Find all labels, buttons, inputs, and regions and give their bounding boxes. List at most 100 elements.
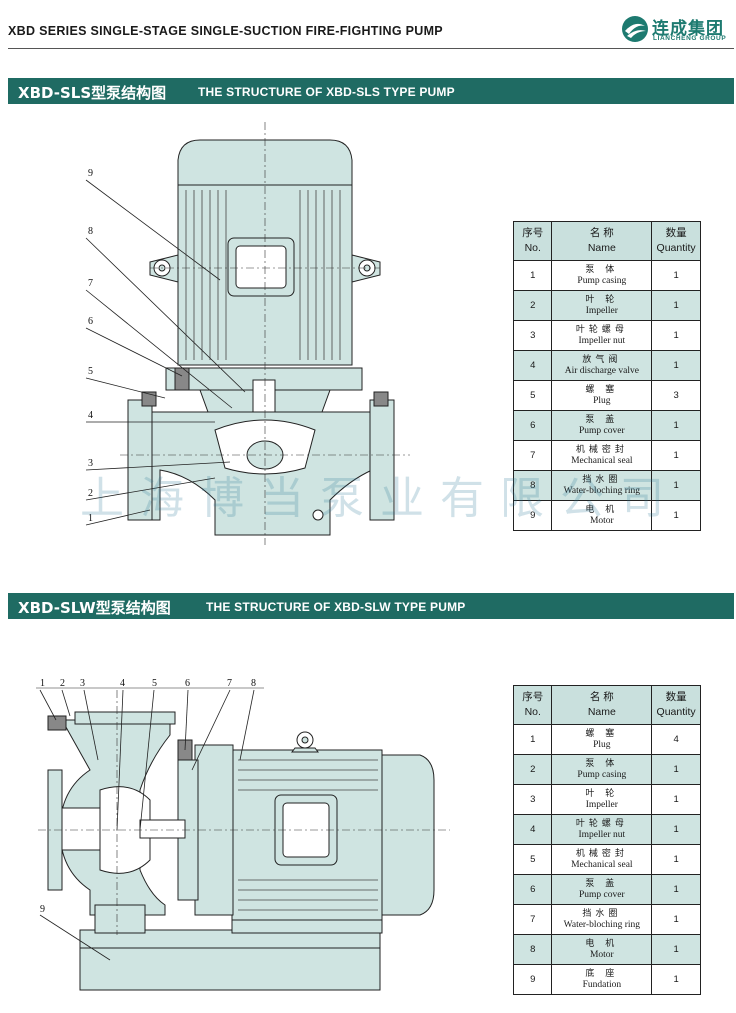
part-name-en: Pump cover (579, 889, 625, 900)
part-name-cn: 泵 盖 (585, 878, 619, 889)
callout-6: 6 (88, 316, 93, 327)
logo-subtitle: LIANCHENG GROUP (653, 35, 727, 42)
part-number: 2 (512, 290, 553, 321)
part-name-en: Water-bloching ring (563, 485, 640, 496)
part-quantity: 4 (651, 724, 701, 755)
part-quantity: 1 (651, 500, 701, 531)
callout-5: 5 (88, 366, 93, 377)
part-number: 1 (512, 260, 553, 291)
base (79, 929, 381, 991)
part-number: 5 (512, 380, 553, 411)
callout-3: 3 (80, 678, 85, 689)
part-name-en: Impeller nut (578, 335, 626, 346)
callout-9: 9 (88, 168, 93, 179)
part-name-en: Impeller nut (578, 829, 626, 840)
part-number: 5 (512, 844, 553, 875)
callout-8: 8 (251, 678, 256, 689)
part-name-cn: 叶轮螺母 (575, 818, 628, 829)
part-number: 9 (512, 500, 553, 531)
callout-4: 4 (88, 410, 93, 421)
part-name-cn: 电 机 (585, 504, 619, 515)
part-quantity: 1 (651, 844, 701, 875)
part-quantity: 1 (651, 410, 701, 441)
part-name-en: Impeller (585, 305, 618, 316)
callout-7: 7 (227, 678, 232, 689)
part-number: 6 (512, 874, 553, 905)
part-number: 7 (512, 904, 553, 935)
part-number: 3 (512, 784, 553, 815)
part-number: 8 (512, 470, 553, 501)
part-quantity: 1 (651, 470, 701, 501)
callout-3: 3 (88, 458, 93, 469)
part-name-en: Motor (589, 949, 614, 960)
part-name-cn: 挡水圈 (582, 908, 622, 919)
motor-fan-cover (381, 754, 435, 916)
watermark: 上海博当泵业有限公司 (80, 473, 680, 524)
part-name-en: Air discharge valve (564, 365, 639, 376)
callout-4: 4 (120, 678, 125, 689)
part-quantity: 1 (651, 904, 701, 935)
part-name-en: Impeller (585, 799, 618, 810)
part-number: 4 (512, 814, 553, 845)
part-quantity: 1 (651, 784, 701, 815)
section2-title-en: THE STRUCTURE OF XBD-SLW TYPE PUMP (206, 600, 466, 614)
part-quantity: 1 (651, 290, 701, 321)
part-name-cn: 叶轮螺母 (575, 324, 628, 335)
callout-9: 9 (40, 904, 45, 915)
part-name-cn: 机械密封 (575, 848, 628, 859)
part-number: 6 (512, 410, 553, 441)
part-quantity: 1 (651, 964, 701, 995)
part-quantity: 1 (651, 934, 701, 965)
inlet-flange (127, 399, 153, 521)
part-name-en: Pump casing (577, 769, 627, 780)
part-number: 2 (512, 754, 553, 785)
part-name-en: Plug (593, 739, 611, 750)
logo-name: 连成集团 (652, 19, 724, 39)
callout-1: 1 (88, 513, 93, 524)
part-name-cn: 泵 盖 (585, 414, 619, 425)
company-logo: 连成集团 LIANCHENG GROUP (620, 12, 734, 46)
part-name-cn: 机械密封 (575, 444, 628, 455)
part-name-cn: 螺 塞 (585, 728, 619, 739)
section1-title-en: THE STRUCTURE OF XBD-SLS TYPE PUMP (198, 85, 455, 99)
part-name-en: Mechanical seal (571, 859, 633, 870)
callout-7: 7 (88, 278, 93, 289)
part-quantity: 1 (651, 320, 701, 351)
part-name-en: Pump cover (579, 425, 625, 436)
section1-title-cn: XBD-SLS型泵结构图 (18, 84, 167, 102)
callout-5: 5 (152, 678, 157, 689)
part-name-en: Pump casing (577, 275, 627, 286)
outlet-flange (369, 399, 395, 521)
section2-band: XBD-SLW型泵结构图 THE STRUCTURE OF XBD-SLW TY… (8, 593, 734, 619)
part-name-cn: 放气阀 (582, 354, 622, 365)
callout-6: 6 (185, 678, 190, 689)
part-name-cn: 电 机 (585, 938, 619, 949)
part-name-cn: 叶 轮 (585, 294, 619, 305)
section1-band: XBD-SLS型泵结构图 THE STRUCTURE OF XBD-SLS TY… (8, 78, 734, 104)
